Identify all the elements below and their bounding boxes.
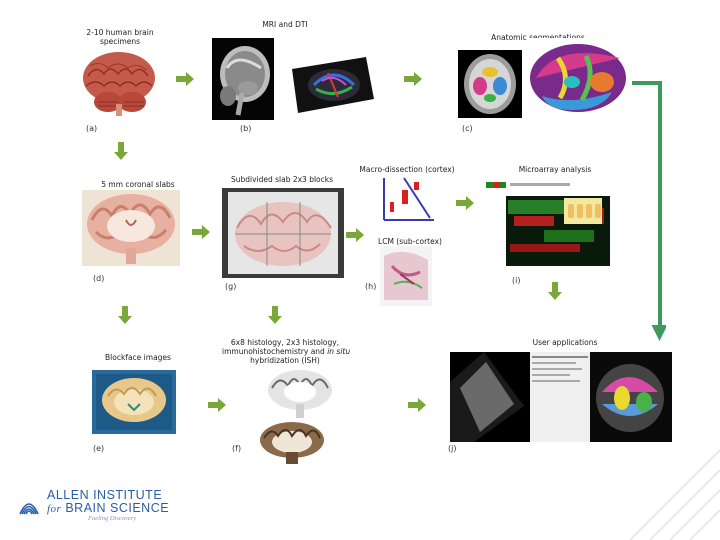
coronal-slabs-title: 5 mm coronal slabs [101,180,175,189]
dti-image [292,55,374,113]
arrow-a-to-b [176,72,194,86]
panel-label-i: (i) [512,276,521,285]
anatomic-3d-brain-image [528,38,630,120]
arrow-macro-to-microarray [456,196,474,210]
arrow-g-to-f [268,306,282,324]
arrow-d-to-g [192,225,210,239]
histology-title-2: immunohistochemistry and in situ [222,347,351,356]
subdivided-title: Subdivided slab 2x3 blocks [230,175,334,184]
panel-label-j: (j) [448,444,457,453]
panel-label-b: (b) [240,124,252,133]
allen-institute-logo: ALLEN INSTITUTE for BRAIN SCIENCE Fuelin… [14,486,184,526]
arrow-d-to-e [118,306,132,324]
logo-tagline: Fueling Discovery [88,515,137,522]
logo-brain-science: BRAIN SCIENCE [65,501,170,515]
histology-title-3: hybridization (ISH) [250,356,320,365]
logo-line1: ALLEN INSTITUTE [47,488,163,502]
anatomic-mri-image [458,50,522,118]
arrow-g-to-lcm [346,228,364,242]
arrow-a-to-d [114,142,128,160]
mri-dti-title: MRI and DTI [262,20,308,29]
logo-for: for [47,503,62,515]
user-applications-image [450,352,672,442]
lcm-image [380,246,432,306]
arrow-f-to-j [408,398,426,412]
subdivided-slab-image [222,188,344,278]
microarray-title: Microarray analysis [518,165,592,174]
panel-label-d: (d) [93,274,105,283]
lcm-title: LCM (sub-cortex) [378,237,442,246]
panel-label-g: (g) [225,282,237,291]
decorative-diagonals [629,449,720,540]
panel-label-h: (h) [365,282,377,291]
anatomic-title: Anatomic segmentations [491,33,585,42]
user-applications-title: User applications [532,338,598,347]
specimens-title: 2-10 human brain specimens [86,28,154,46]
coronal-slab-image [82,190,180,266]
arrow-e-to-f [208,398,226,412]
panel-label-f: (f) [232,444,242,453]
panel-label-c: (c) [462,124,473,133]
arrow-b-to-c [404,72,422,86]
microarray-heatmap-image [484,180,612,270]
mri-sagittal-image [212,38,274,120]
histology-title-1: 6x8 histology, 2x3 histology, [230,338,340,347]
macro-dissection-title: Macro-dissection (cortex) [359,165,455,174]
macro-dissection-image [378,176,436,222]
panel-label-a: (a) [86,124,98,133]
histology-ish-image [264,368,336,420]
histology-nissl-image [256,420,328,466]
brain-specimen-image [80,48,158,118]
logo-mark-icon [19,503,39,515]
blockface-image [92,370,176,434]
panel-label-e: (e) [93,444,105,453]
logo-line2: for BRAIN SCIENCE [47,501,169,515]
flow-connector-c-to-j [632,81,666,341]
arrow-i-to-j [548,282,562,300]
blockface-title: Blockface images [105,353,171,362]
